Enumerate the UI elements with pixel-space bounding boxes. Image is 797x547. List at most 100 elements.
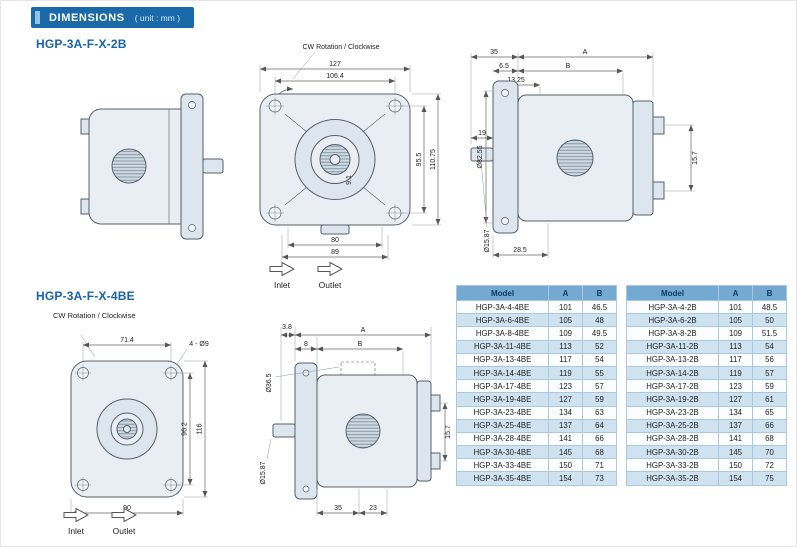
dim-6-5: 6.5 <box>499 63 509 70</box>
table-cell: 75 <box>752 471 787 486</box>
table-cell: 59 <box>752 379 787 394</box>
inlet-label: Inlet <box>273 280 291 290</box>
dim-shaft-dia: Ø15.87 <box>484 229 491 252</box>
dim-pilot-dia: Ø82.55 <box>477 145 484 168</box>
table-cell: HGP-3A-13-2B <box>626 352 719 367</box>
table-cell: 66 <box>752 418 787 433</box>
inlet-label: Inlet <box>67 526 85 536</box>
flange-geometry <box>259 93 411 235</box>
dim-width-bolts: 106.4 <box>326 73 344 80</box>
table-cell: 137 <box>548 418 583 433</box>
dim-3-8: 3.8 <box>282 324 292 331</box>
table-cell: 101 <box>548 299 583 315</box>
side-view-4be-drawing: 3.8 A 8 B Ø36.5 15.7 Ø15.87 35 23 <box>260 324 452 516</box>
table-cell: 50 <box>752 313 787 328</box>
table-cell: HGP-3A-28-4BE <box>456 431 549 447</box>
dim-width-outer: 90 <box>123 505 131 512</box>
table-cell: HGP-3A-25-2B <box>626 418 719 433</box>
table-cell: 117 <box>718 352 753 367</box>
table-cell: 65 <box>752 405 787 420</box>
dimensions-header-bar: DIMENSIONS ( unit : mm ) <box>31 7 195 28</box>
table-cell: HGP-3A-8-2B <box>626 326 719 341</box>
table-cell: 56 <box>752 352 787 367</box>
table-cell: 68 <box>752 431 787 447</box>
table-cell: HGP-3A-4-2B <box>626 299 719 315</box>
cw-rotation-label-4be: CW Rotation / Clockwise <box>53 311 136 320</box>
dim-15-7: 15.7 <box>692 151 699 165</box>
dim-23: 23 <box>369 505 377 512</box>
table-cell: 145 <box>548 445 583 460</box>
dim-center: 9.1 <box>346 175 353 185</box>
unit-note: ( unit : mm ) <box>134 12 181 23</box>
table-cell: 117 <box>548 352 583 367</box>
outlet-label: Outlet <box>112 526 136 536</box>
table-cell: 150 <box>718 458 753 473</box>
header-accent-icon <box>35 11 40 24</box>
dim-19: 19 <box>478 130 486 137</box>
table-cell: 57 <box>752 365 787 381</box>
column-header: B <box>582 285 617 301</box>
dim-width-outer: 127 <box>329 61 341 68</box>
table-cell: 127 <box>718 392 753 407</box>
outlet-label: Outlet <box>318 280 342 290</box>
table-cell: HGP-3A-28-2B <box>626 431 719 447</box>
table-cell: HGP-3A-17-2B <box>626 379 719 394</box>
table-cell: 109 <box>718 326 753 341</box>
table-cell: HGP-3A-17-4BE <box>456 379 549 394</box>
table-cell: 119 <box>718 365 753 381</box>
table-cell: 134 <box>548 405 583 420</box>
table-cell: 70 <box>752 445 787 460</box>
table-cell: 141 <box>718 431 753 447</box>
dim-35: 35 <box>334 505 342 512</box>
dim-b: B <box>358 341 363 348</box>
table-cell: 123 <box>718 379 753 394</box>
outlet-arrow-icon <box>111 507 137 523</box>
table-cell: 154 <box>718 471 753 486</box>
table-cell: 48 <box>582 313 617 328</box>
dim-bolt-holes: 4 - Ø9 <box>189 341 209 348</box>
dim-bolt-spacing-w: 71.4 <box>120 337 134 344</box>
table-cell: 48.5 <box>752 299 787 315</box>
table-cell: 113 <box>718 339 753 354</box>
model-title-4be: HGP-3A-F-X-4BE <box>36 289 135 303</box>
dim-13-25: 13.25 <box>507 77 525 84</box>
table-cell: HGP-3A-14-2B <box>626 365 719 381</box>
page-title: DIMENSIONS <box>49 11 125 24</box>
table-cell: 51.5 <box>752 326 787 341</box>
table-cell: 61 <box>752 392 787 407</box>
table-cell: HGP-3A-6-4BE <box>456 313 549 328</box>
dim-height-outer: 116 <box>197 423 204 434</box>
dim-height-bolts: 95.5 <box>416 153 423 167</box>
table-cell: HGP-3A-11-4BE <box>456 339 549 354</box>
inlet-outlet-4be: Inlet Outlet <box>63 507 137 536</box>
dim-bolt-spacing-h: 96.2 <box>182 422 189 436</box>
dim-height-outer: 110.75 <box>430 149 437 170</box>
table-cell: 63 <box>582 405 617 420</box>
dim-shaft-dia: Ø15.87 <box>260 461 267 484</box>
column-header: B <box>752 285 787 301</box>
table-cell: 105 <box>718 313 753 328</box>
table-cell: 109 <box>548 326 583 341</box>
table-cell: HGP-3A-23-4BE <box>456 405 549 420</box>
table-cell: 64 <box>582 418 617 433</box>
